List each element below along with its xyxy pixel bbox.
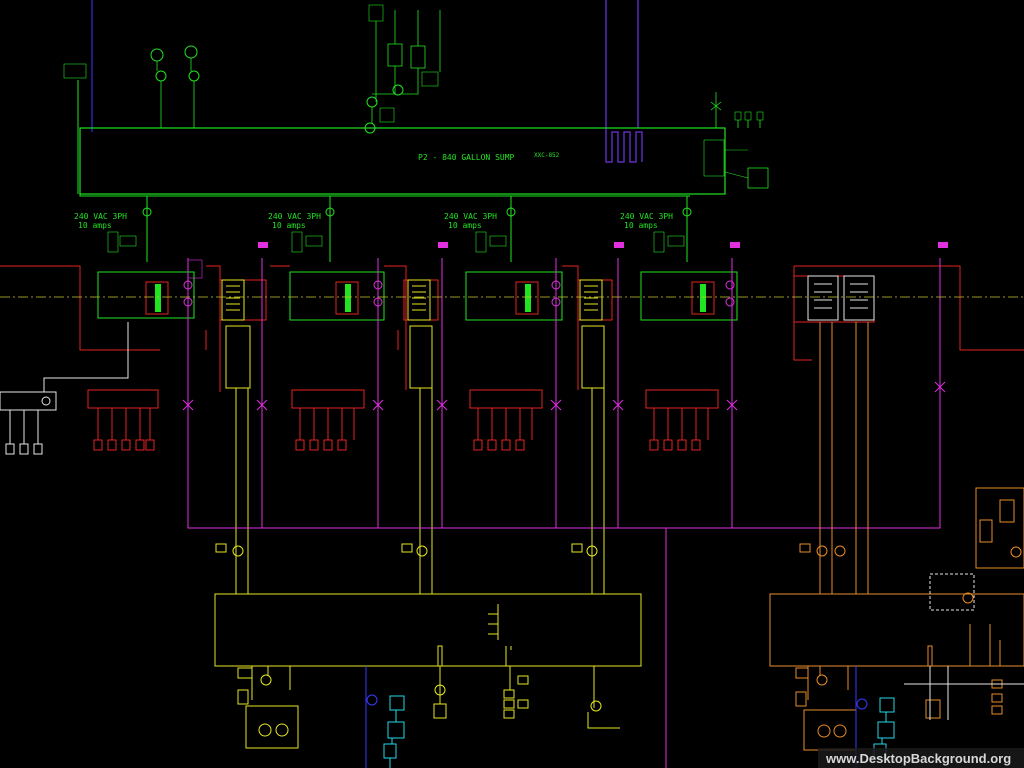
left-control-panel [0,322,129,455]
pump-icon [834,545,846,557]
magenta-control-wiring [182,258,946,768]
cyan-bottom-instruments [365,666,895,768]
feeder-3-rating: 240 VAC 3PH [444,212,497,221]
pump-icon [188,70,200,82]
contactor [525,284,531,312]
feeder-2-current: 10 amps [272,221,306,230]
pump-icon [232,545,244,557]
sump-tag: XXC-852 [534,152,560,159]
pump-icon [325,207,335,217]
valve-icon [372,399,384,411]
sump-title: P2 - 840 GALLON SUMP [418,153,515,162]
watermark-text: www.DesktopBackground.org [825,751,1011,766]
motor-icon [434,684,446,696]
transformer-icon [221,279,245,321]
breaker-panel [291,389,365,409]
pump-icon [816,674,828,686]
magenta-tags [258,242,948,248]
contactor [155,284,161,312]
transformers [214,279,642,749]
pump-icon [590,700,602,712]
breaker-panel [87,389,159,409]
feeder-unit-3: 240 VAC 3PH 10 amps [444,207,563,321]
red-power-wiring [0,265,1024,451]
sump-section: P2 - 840 GALLON SUMP XXC-852 [63,0,769,195]
feeder-2-rating: 240 VAC 3PH [268,212,321,221]
valve-icon [436,399,448,411]
valve-icon [934,381,946,393]
pump-icon [142,207,152,217]
contactor [345,284,351,312]
pump-icon [260,674,272,686]
right-orange-section [769,322,1024,751]
transformer-icon [579,279,603,321]
pump-icon [682,207,692,217]
contactor [700,284,706,312]
pump-icon [816,545,828,557]
right-white-frames [807,275,1024,720]
watermark: www.DesktopBackground.org [818,748,1024,768]
heating-coil [605,128,643,163]
feeder-1-rating: 240 VAC 3PH [74,212,127,221]
feeder-4-rating: 240 VAC 3PH [620,212,673,221]
valve-icon [256,399,268,411]
pump-icon [366,694,378,706]
feeder-1-current: 10 amps [78,221,112,230]
feeder-4-current: 10 amps [624,221,658,230]
motor-icon [275,723,289,737]
pump-icon [962,592,974,604]
motor-icon [833,724,847,738]
valve-icon [550,399,562,411]
valve-icon [726,399,738,411]
gauge-icon [184,45,198,59]
transformer-icon [407,279,431,321]
motor-icon [817,724,831,738]
feeder-unit-2: 240 VAC 3PH 10 amps [268,207,385,321]
motor-icon [258,723,272,737]
valve-icon [182,399,194,411]
pump-icon [366,96,378,108]
pump-icon [1010,546,1022,558]
pump-icon [364,122,376,134]
feeder-unit-4: 240 VAC 3PH 10 amps [620,207,738,321]
feeder-bus [79,194,690,262]
valve-icon [612,399,624,411]
gauge-icon [150,48,164,62]
breaker-panel [645,389,719,409]
process-tank-right [769,593,1024,667]
pump-icon [856,698,868,710]
pump-icon [506,207,516,217]
pump-icon [155,70,167,82]
feeder-unit-1: 240 VAC 3PH 10 amps [74,207,203,319]
sump-tank [79,127,726,195]
pump-icon [392,84,404,96]
pump-icon [586,545,598,557]
process-tank-left [214,593,642,667]
breaker-panel [469,389,543,409]
pump-icon [416,545,428,557]
feeder-3-current: 10 amps [448,221,482,230]
